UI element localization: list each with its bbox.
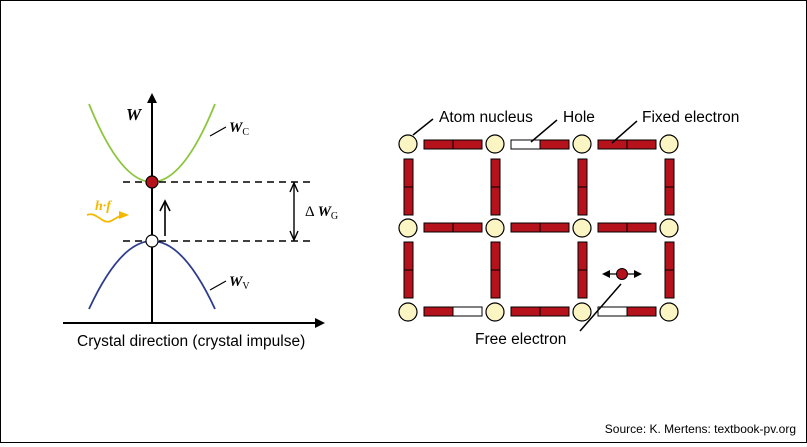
fixed-electron: [403, 158, 414, 188]
fixed-electron: [403, 269, 414, 299]
fixed-electron: [664, 186, 675, 216]
fixed-electron: [423, 222, 454, 233]
fixed-electron: [626, 222, 657, 233]
atom-nucleus: [659, 134, 679, 154]
fixed-electron: [510, 306, 541, 317]
fixed-electron-label-pointer: [611, 120, 638, 144]
fixed-electron: [664, 158, 675, 188]
band-diagram: W Δ WG h·f WC WV Cry: [63, 93, 338, 350]
fixed-electron: [664, 241, 675, 271]
atom-nucleus: [485, 302, 505, 322]
atom-nucleus: [572, 302, 592, 322]
atom-nucleus: [398, 302, 418, 322]
y-axis-label: W: [126, 105, 143, 124]
fixed-electron: [452, 139, 483, 150]
conduction-band-label: WC: [229, 120, 249, 138]
free-electron-dot: [616, 268, 628, 280]
atom-nucleus: [398, 218, 418, 238]
free-electron-label-pointer: [579, 283, 622, 332]
fixed-electron: [597, 222, 628, 233]
fixed-electron: [452, 222, 483, 233]
atom-nucleus: [398, 134, 418, 154]
atom-nucleus: [659, 218, 679, 238]
electron-dot: [145, 175, 159, 189]
hole: [452, 306, 483, 317]
fixed-electron: [597, 139, 628, 150]
hole-label-pointer: [530, 119, 558, 143]
fixed-electron: [539, 222, 570, 233]
fixed-electron: [423, 139, 454, 150]
fixed-electron: [539, 306, 570, 317]
atom-label-pointer: [412, 118, 434, 136]
photon-label: h·f: [95, 199, 112, 214]
atom-nucleus: [572, 134, 592, 154]
atom-nucleus: [485, 134, 505, 154]
bond-row-bottom: [423, 306, 657, 317]
fixed-electron: [490, 158, 501, 188]
hole: [597, 306, 628, 317]
hole: [510, 139, 541, 150]
fixed-electron: [403, 241, 414, 271]
fixed-electron: [626, 306, 657, 317]
fixed-electron: [510, 222, 541, 233]
atom-nucleus: [485, 218, 505, 238]
lattice-diagram: Atom nucleus Hole Fixed electron Free el…: [398, 109, 739, 348]
hole-dot: [145, 234, 159, 248]
fixed-electron: [577, 158, 588, 188]
fixed-electron: [577, 269, 588, 299]
valence-band-label: WV: [229, 274, 250, 292]
bond-row-top: [423, 139, 657, 150]
bond-row-middle: [423, 222, 657, 233]
free-electron-label: Free electron: [475, 331, 566, 348]
fixed-electron: [490, 241, 501, 271]
valence-label-pointer: [209, 280, 227, 291]
fixed-electron: [664, 269, 675, 299]
conduction-label-pointer: [209, 126, 227, 137]
hole-label: Hole: [563, 109, 595, 126]
atom-nucleus: [659, 302, 679, 322]
free-electron: [602, 268, 642, 280]
fixed-electron: [490, 269, 501, 299]
photon-wave-icon: [86, 211, 129, 223]
atom-nucleus-label: Atom nucleus: [439, 109, 533, 126]
x-axis-label: Crystal direction (crystal impulse): [77, 333, 305, 350]
fixed-electron-label: Fixed electron: [642, 109, 739, 126]
fixed-electron: [577, 241, 588, 271]
band-gap-label: Δ WG: [305, 204, 338, 222]
fixed-electron: [423, 306, 454, 317]
atom-nucleus: [572, 218, 592, 238]
fixed-electron: [403, 186, 414, 216]
fixed-electron: [577, 186, 588, 216]
fixed-electron: [626, 139, 657, 150]
fixed-electron: [539, 139, 570, 150]
bond-columns: [403, 158, 675, 299]
source-credit: Source: K. Mertens: textbook-pv.org: [605, 422, 796, 436]
atom-grid: [398, 134, 679, 322]
fixed-electron: [490, 186, 501, 216]
